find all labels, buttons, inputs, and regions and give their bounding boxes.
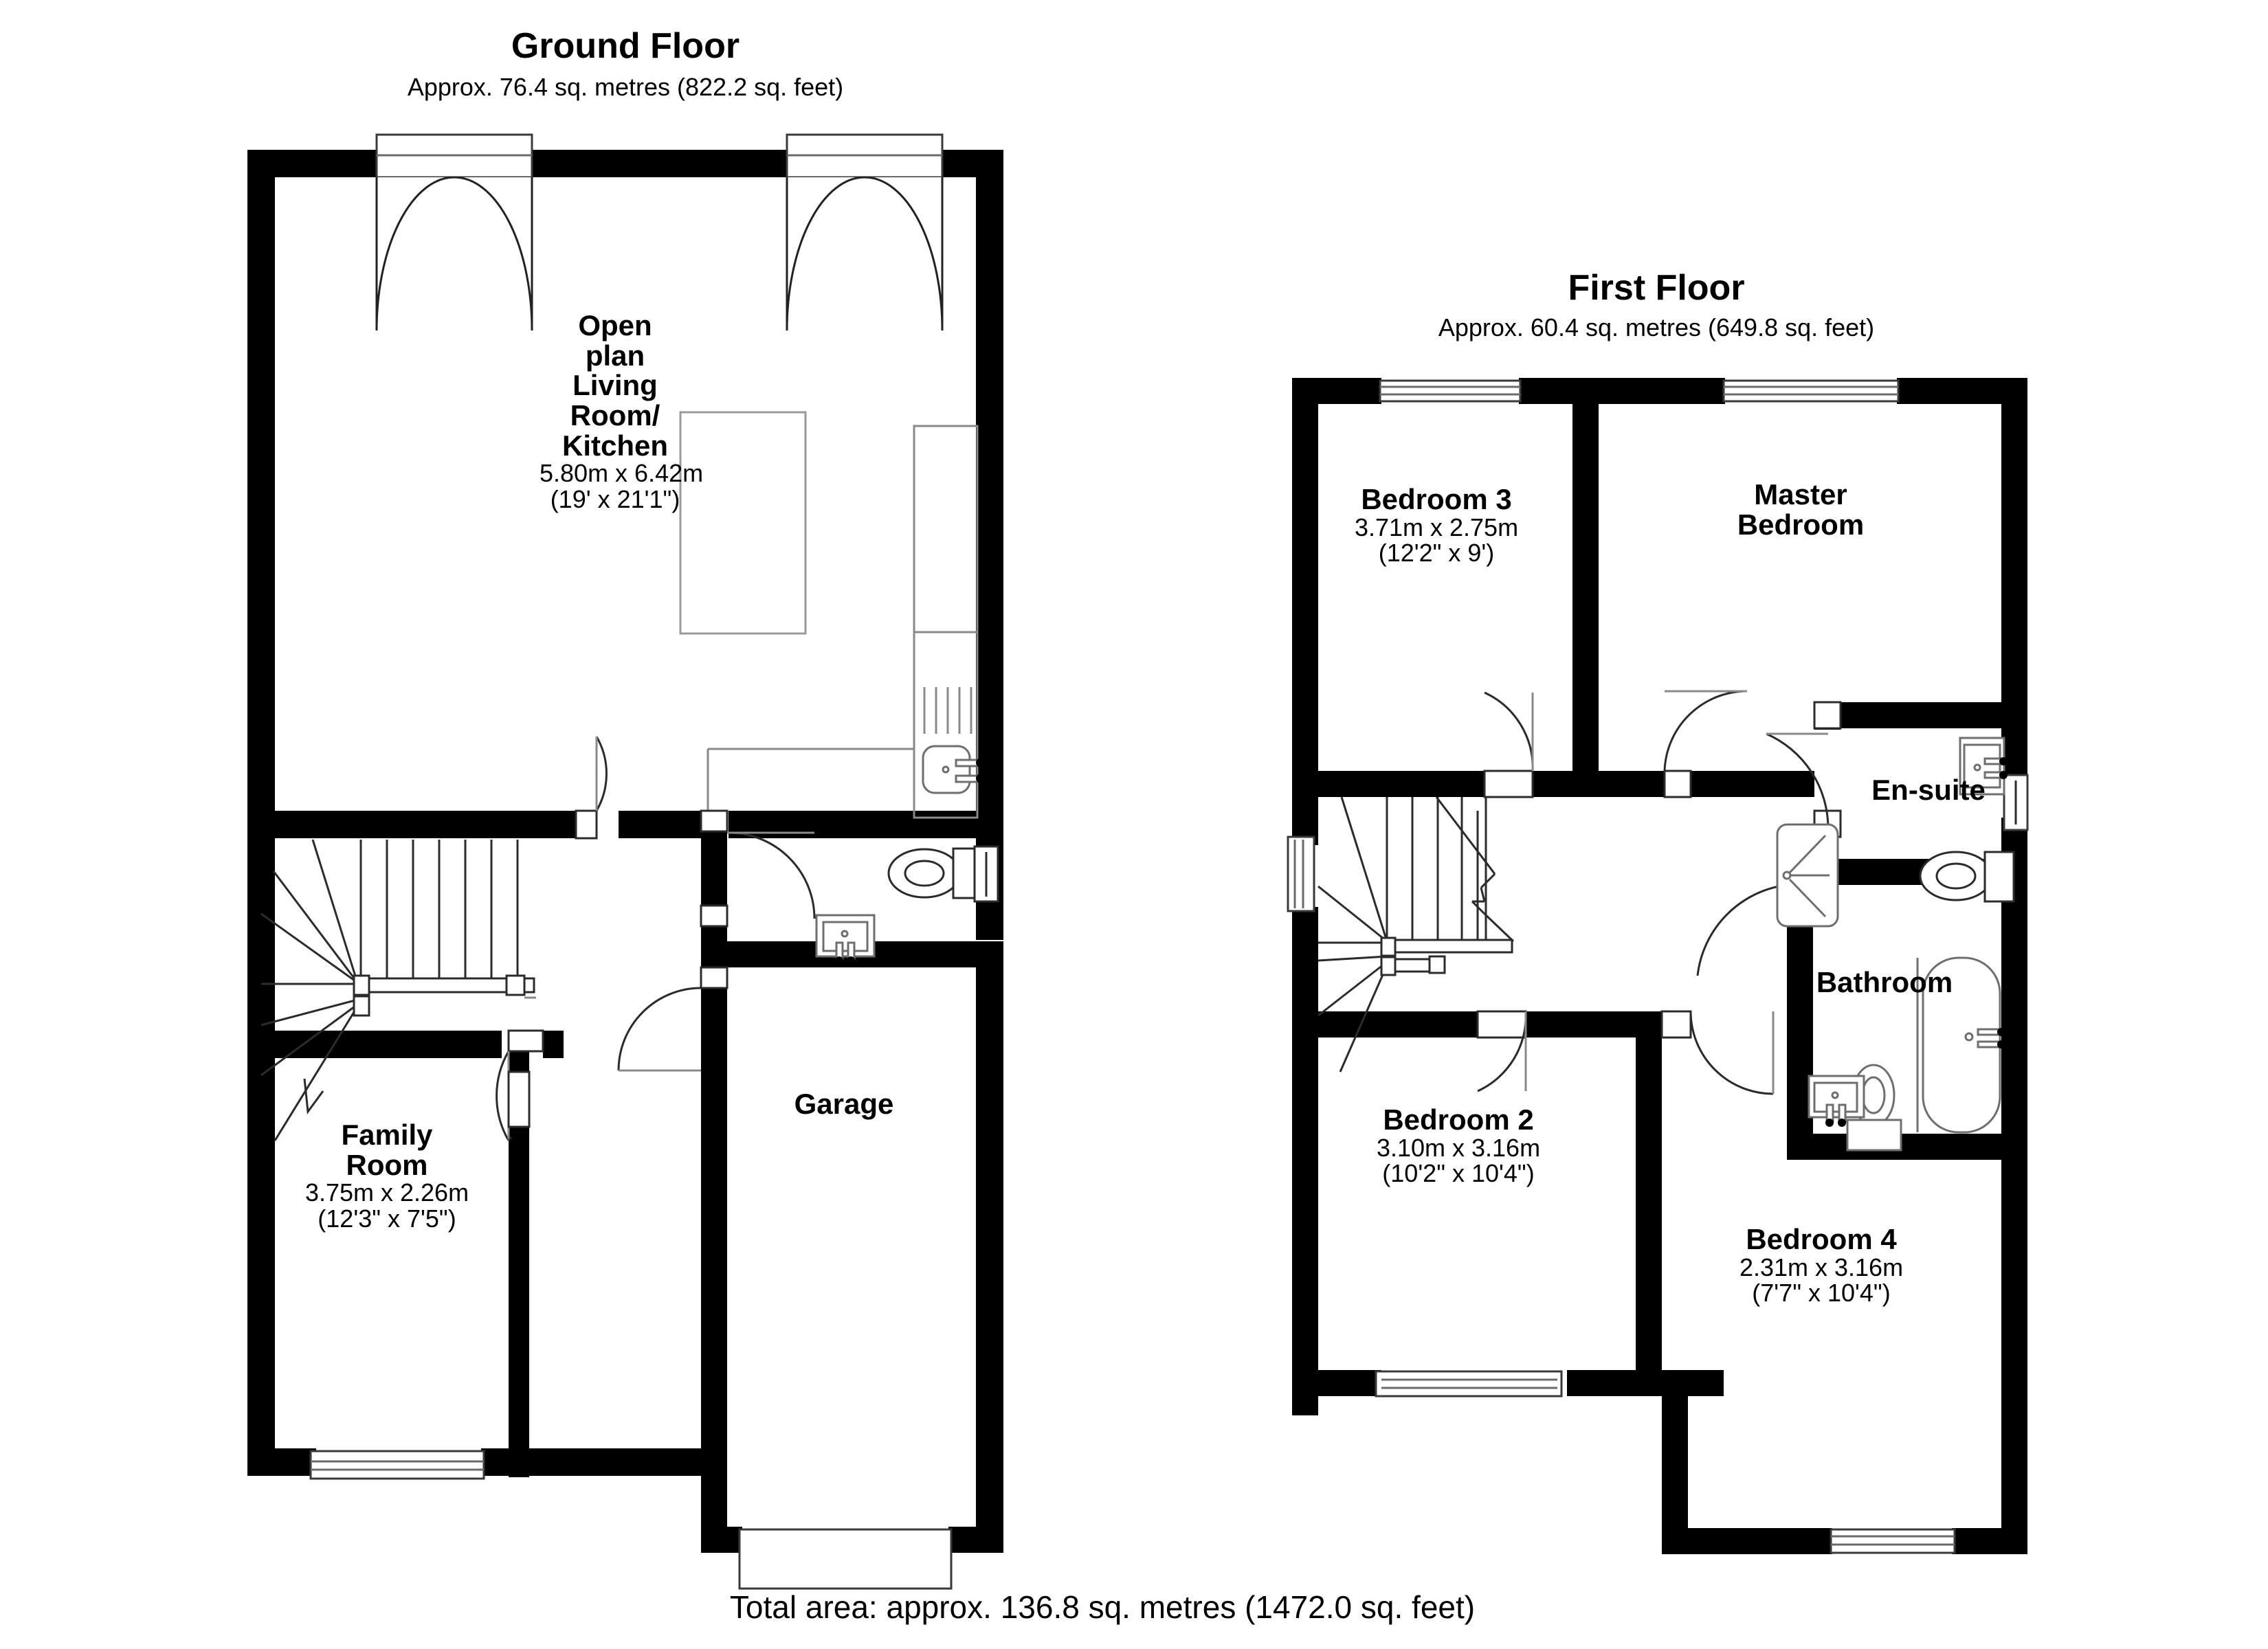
french-door-living-right-swing [786,176,944,331]
room-name-line-2: Room [346,1148,428,1181]
ground-floor-title: Ground Floor [511,26,740,66]
first-floor-walls [1292,378,2027,1554]
ground-floor-staircase [260,839,536,1141]
living-room-island [679,411,807,635]
bathroom-bath-icon [1916,956,2005,1134]
room-label-open-plan-living-kitchen: Open plan Living Room/ Kitchen 5.80m x 6… [540,309,704,513]
french-door-living-right [786,133,944,184]
room-dimension-metric: 2.31m x 3.16m [1739,1253,1904,1281]
door-ensuite [1766,701,1842,838]
kitchen-units [707,425,979,819]
room-dimension-metric: 5.80m x 6.42m [540,459,704,488]
room-name-line-1: Open [578,309,652,341]
door-hall-to-family-room [496,1029,544,1141]
first-floor-title: First Floor [1568,268,1745,308]
door-hall-to-living [575,736,608,840]
room-dimension-metric: 3.71m x 2.75m [1354,513,1519,541]
wc-basin-icon [815,914,876,965]
door-bedroom4 [1660,1010,1775,1095]
room-label-bathroom: Bathroom [1816,967,1953,998]
room-dimension-metric: 3.10m x 3.16m [1376,1133,1541,1162]
window-bedroom4-bottom [1830,1528,1956,1554]
room-name-line-2: Bedroom [1737,508,1865,541]
bathroom-toilet-icon [1846,1064,1902,1152]
window-family-room [309,1450,485,1480]
ensuite-toilet-icon [1919,851,2015,903]
wc-window-icon [973,845,999,903]
room-label-garage: Garage [794,1089,894,1119]
room-name-line-1: En-suite [1871,774,1986,806]
room-dimension-imperial: (7'7" x 10'4") [1752,1279,1891,1308]
french-door-living-left [375,133,533,184]
door-hall-to-wc [700,809,816,928]
ground-floor-area: Approx. 76.4 sq. metres (822.2 sq. feet) [407,73,844,101]
garage-door [738,1528,953,1590]
room-name-line-1: Bathroom [1816,966,1953,998]
window-bedroom3-top [1379,379,1522,403]
first-floor-area: Approx. 60.4 sq. metres (649.8 sq. feet) [1438,313,1875,341]
room-label-family-room: Family Room 3.75m x 2.26m (12'3" x 7'5") [284,1120,490,1231]
window-ensuite-right [2003,774,2029,831]
room-dimension-imperial: (10'2" x 10'4") [1382,1159,1535,1188]
window-master-top [1722,379,1900,403]
kitchen-sink-icon [922,745,986,794]
room-label-bedroom-4: Bedroom 4 2.31m x 3.16m (7'7" x 10'4") [1739,1224,1903,1306]
ensuite-shower-icon [1776,823,1839,928]
room-name-line-1: Bedroom 3 [1361,483,1512,515]
room-dimension-imperial: (12'3" x 7'5") [318,1204,456,1233]
room-dimension-imperial: (12'2" x 9') [1378,539,1495,568]
room-label-master-bedroom: Master Bedroom [1684,480,1917,539]
door-hall-to-garage [617,966,729,1072]
bathroom-basin-icon [1808,1075,1865,1127]
room-name-line-1: Garage [794,1088,894,1120]
first-floor-staircase [1318,796,1515,1073]
first-floor-drawing [1287,378,2029,1554]
total-area-text: Total area: approx. 136.8 sq. metres (14… [729,1589,1476,1625]
room-name-line-4: Room/ [570,399,660,432]
ground-floor-walls [247,150,1003,1553]
window-landing-left [1287,835,1315,912]
door-bedroom3 [1483,691,1534,798]
room-dimension-imperial: (19' x 21'1") [550,484,680,513]
ground-floor-drawing [247,133,1003,1590]
french-door-living-left-swing [375,176,533,331]
door-master-bedroom [1663,690,1748,798]
room-name-line-3: Living [572,369,658,402]
wc-toilet-icon [887,847,983,899]
ensuite-basin-icon [1959,737,2008,796]
room-label-bedroom-3: Bedroom 3 3.71m x 2.75m (12'2" x 9') [1355,484,1518,566]
room-label-bedroom-2: Bedroom 2 3.10m x 3.16m (10'2" x 10'4") [1377,1105,1540,1187]
window-bedroom2-bottom [1375,1370,1563,1398]
kitchen-hob-icon [923,687,972,734]
room-name-line-5: Kitchen [562,429,668,462]
door-family-room-right [507,1070,531,1128]
room-name-line-2: plan [585,339,645,372]
room-label-en-suite: En-suite [1871,775,1986,805]
room-name-line-1: Master [1754,478,1847,511]
door-bedroom2 [1476,1010,1527,1092]
room-name-line-1: Bedroom 4 [1746,1223,1897,1255]
room-dimension-metric: 3.75m x 2.26m [304,1178,469,1207]
room-name-line-1: Family [341,1119,433,1151]
room-name-line-1: Bedroom 2 [1383,1103,1534,1136]
